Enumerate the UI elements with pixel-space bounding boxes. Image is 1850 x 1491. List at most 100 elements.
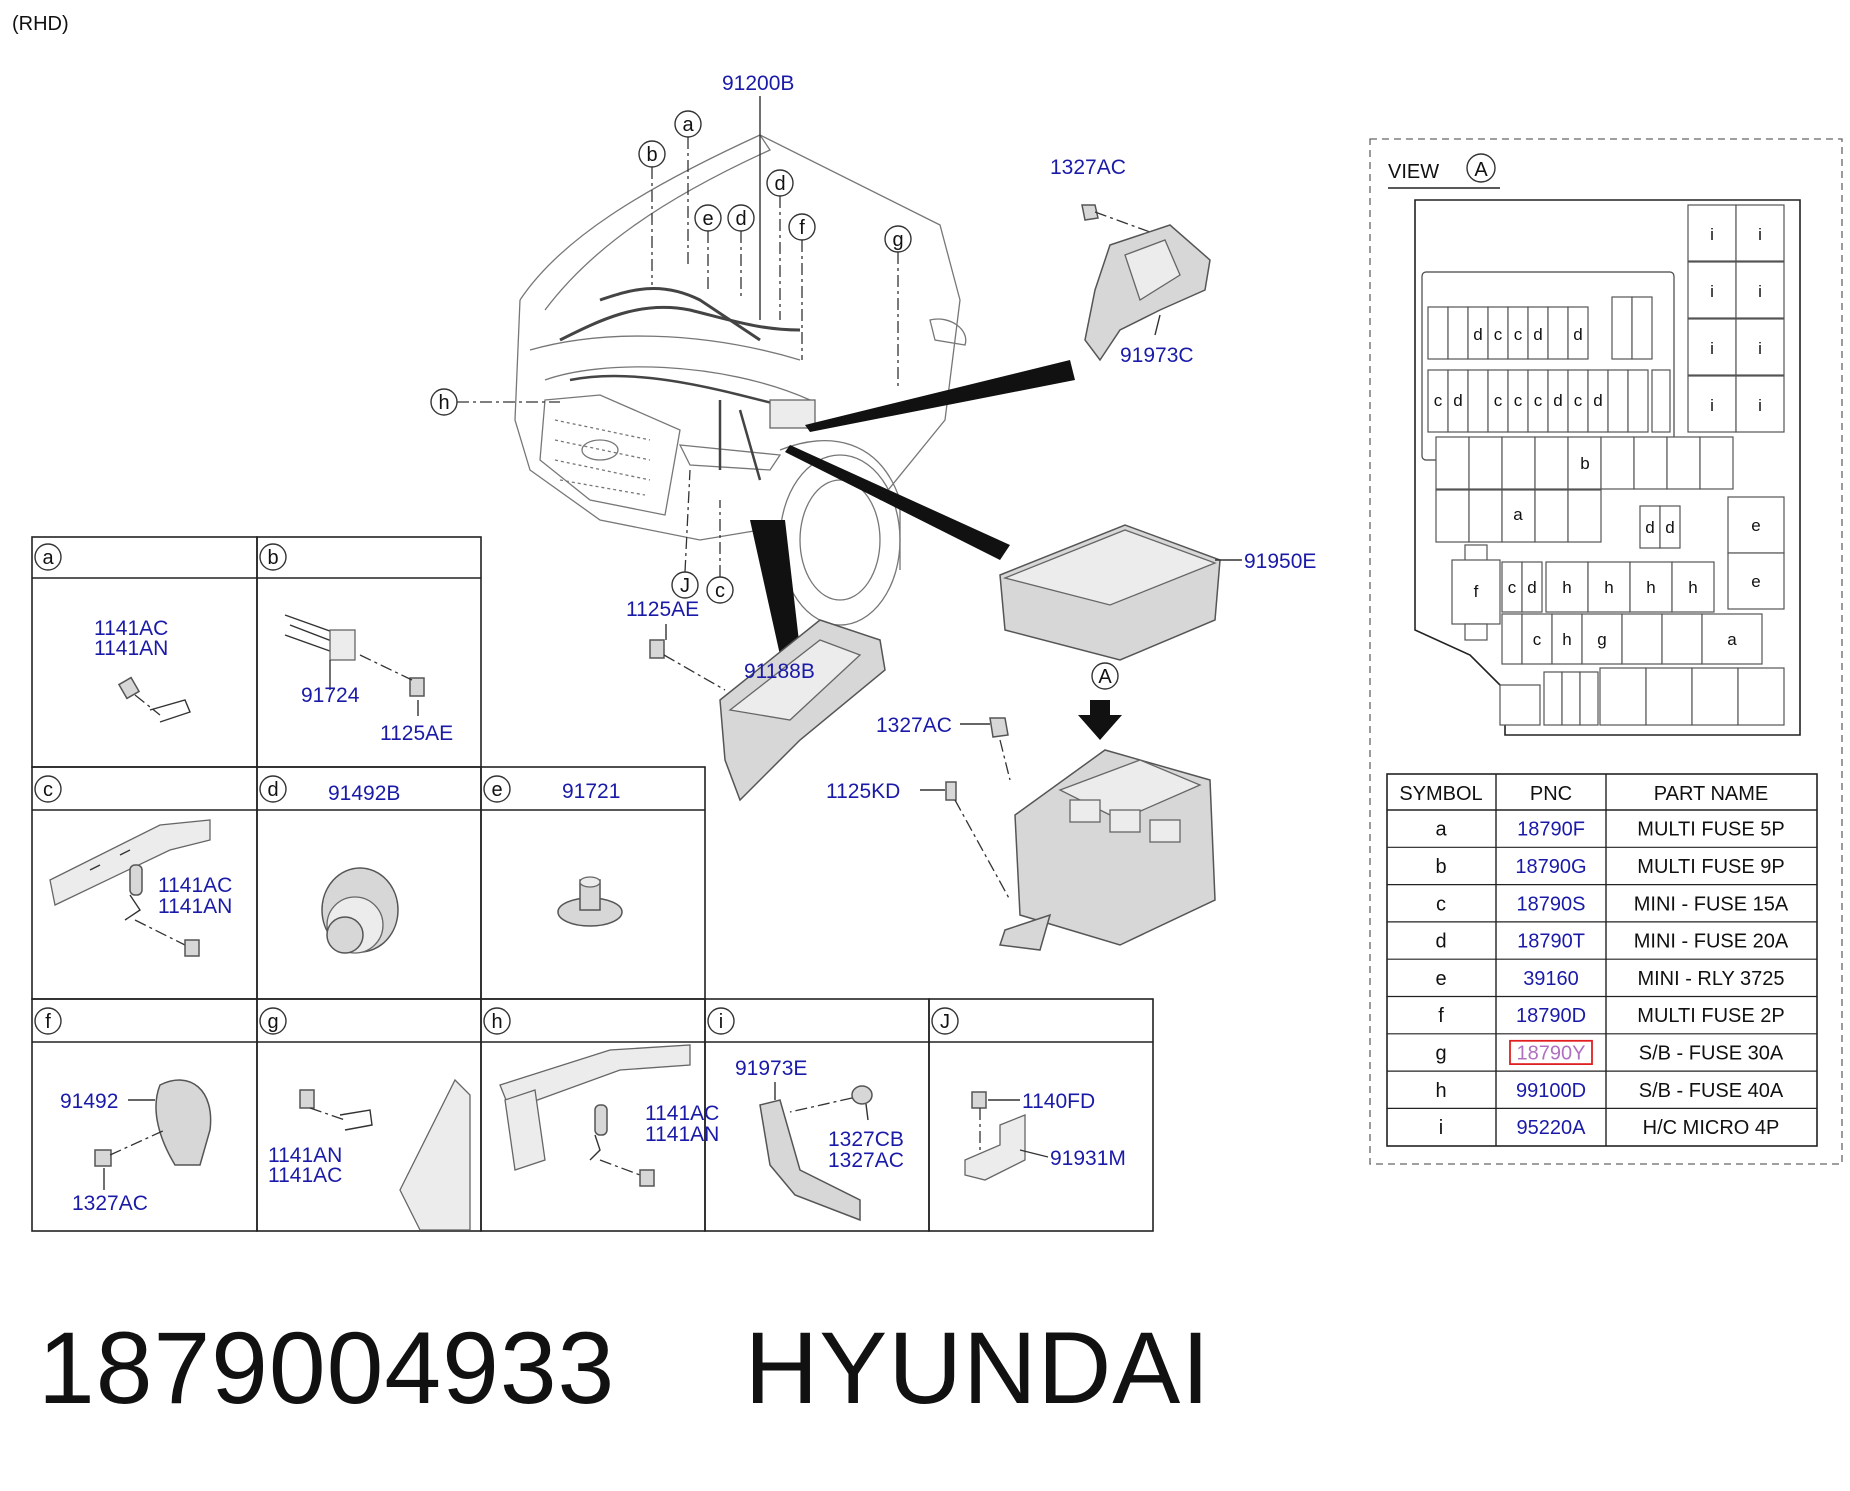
svg-text:c: c <box>715 580 725 602</box>
svg-text:c: c <box>1533 630 1542 649</box>
svg-text:1327AC: 1327AC <box>828 1149 904 1172</box>
row-pnc-link[interactable]: 39160 <box>1523 968 1579 990</box>
row-part-name: H/C MICRO 4P <box>1643 1117 1780 1139</box>
svg-text:e: e <box>491 779 502 801</box>
svg-text:c: c <box>1508 578 1517 597</box>
row-pnc-link[interactable]: 18790G <box>1515 856 1586 878</box>
svg-text:1140FD: 1140FD <box>1022 1090 1095 1113</box>
svg-text:91492B: 91492B <box>328 782 400 805</box>
row-pnc-link[interactable]: 18790Y <box>1517 1042 1586 1064</box>
table-row: h 99100D S/B - FUSE 40A <box>1435 1080 1783 1102</box>
footer-part-number: 1879004933 <box>38 1311 616 1425</box>
svg-text:f: f <box>1474 582 1479 601</box>
row-symbol: a <box>1435 819 1447 841</box>
svg-text:h: h <box>438 392 449 414</box>
svg-text:d: d <box>1645 518 1654 537</box>
svg-text:1327AC: 1327AC <box>876 714 952 737</box>
svg-text:91724: 91724 <box>301 684 360 707</box>
lower-bracket: 1125AE 91188B <box>626 598 886 802</box>
svg-text:d: d <box>1533 325 1542 344</box>
pnc-highlight-box <box>1509 1039 1593 1066</box>
svg-text:f: f <box>45 1011 51 1033</box>
row-pnc-link[interactable]: 95220A <box>1517 1117 1587 1139</box>
row-pnc-link[interactable]: 18790D <box>1516 1005 1586 1027</box>
svg-text:h: h <box>1562 630 1571 649</box>
svg-text:d: d <box>267 779 278 801</box>
svg-text:1141AN: 1141AN <box>94 637 168 660</box>
svg-text:91188B: 91188B <box>744 660 815 683</box>
row-pnc-link[interactable]: 18790S <box>1517 893 1586 915</box>
svg-text:b: b <box>1580 454 1589 473</box>
svg-text:1125AE: 1125AE <box>626 598 699 621</box>
svg-text:a: a <box>1513 505 1523 524</box>
row-part-name: S/B - FUSE 40A <box>1639 1080 1784 1102</box>
leader-wedges <box>750 360 1075 655</box>
svg-text:d: d <box>1473 325 1482 344</box>
svg-text:1327AC: 1327AC <box>1050 156 1126 179</box>
detail-h: 1141AC 1141AN <box>499 1044 719 1187</box>
row-symbol: b <box>1435 856 1446 878</box>
svg-text:i: i <box>1710 225 1714 244</box>
svg-text:h: h <box>1688 578 1697 597</box>
svg-text:d: d <box>1665 518 1674 537</box>
svg-text:i: i <box>1710 396 1714 415</box>
svg-text:91492: 91492 <box>60 1090 118 1113</box>
svg-text:c: c <box>1494 391 1503 410</box>
svg-text:d: d <box>1573 325 1582 344</box>
row-symbol: h <box>1435 1080 1446 1102</box>
svg-text:91973E: 91973E <box>735 1057 807 1080</box>
svg-text:d: d <box>774 173 785 195</box>
svg-text:1141AC: 1141AC <box>94 617 168 640</box>
row-part-name: S/B - FUSE 30A <box>1639 1042 1784 1064</box>
svg-text:i: i <box>719 1011 723 1033</box>
svg-text:h: h <box>1604 578 1613 597</box>
svg-text:1125AE: 1125AE <box>380 722 453 745</box>
detail-f: 91492 1327AC <box>60 1079 212 1215</box>
svg-text:91931M: 91931M <box>1050 1147 1126 1170</box>
svg-text:1141AC: 1141AC <box>158 874 232 897</box>
row-pnc-link[interactable]: 18790F <box>1517 819 1585 841</box>
svg-text:h: h <box>1562 578 1571 597</box>
svg-text:i: i <box>1710 282 1714 301</box>
row-pnc-link[interactable]: 99100D <box>1516 1080 1586 1102</box>
row-pnc-link[interactable]: 18790T <box>1517 931 1585 953</box>
svg-text:J: J <box>940 1011 950 1033</box>
svg-text:1141AN: 1141AN <box>268 1144 342 1167</box>
svg-text:1141AN: 1141AN <box>158 895 232 918</box>
header-pnc: PNC <box>1530 783 1572 805</box>
svg-text:1141AN: 1141AN <box>645 1123 719 1146</box>
row-symbol: f <box>1438 1005 1444 1027</box>
view-a-panel: VIEW A d c c d d <box>1369 138 1843 1165</box>
svg-text:c: c <box>1574 391 1583 410</box>
header-symbol: SYMBOL <box>1399 783 1482 805</box>
svg-text:c: c <box>1534 391 1543 410</box>
svg-text:c: c <box>1494 325 1503 344</box>
svg-text:i: i <box>1758 225 1762 244</box>
svg-text:J: J <box>680 575 690 597</box>
detail-g: 1141AN 1141AC <box>268 1078 471 1231</box>
svg-text:g: g <box>267 1011 278 1033</box>
upper-bracket: 1327AC 91973C <box>1050 156 1211 367</box>
row-part-name: MINI - RLY 3725 <box>1637 968 1784 990</box>
box-cover: 91950E <box>999 524 1316 661</box>
view-a-arrow <box>1078 700 1122 740</box>
svg-text:c: c <box>1514 391 1523 410</box>
svg-text:c: c <box>1514 325 1523 344</box>
detail-b: 91724 1125AE <box>284 614 453 745</box>
svg-text:1141AC: 1141AC <box>645 1102 719 1125</box>
svg-text:d: d <box>1593 391 1602 410</box>
detail-e: 91721 <box>557 780 623 927</box>
svg-text:c: c <box>1434 391 1443 410</box>
detail-a: 1141AC 1141AN <box>94 617 191 723</box>
svg-text:91973C: 91973C <box>1120 344 1194 367</box>
svg-text:b: b <box>646 144 657 166</box>
fuse-box: 1327AC 1125KD <box>826 714 1216 951</box>
row-symbol: e <box>1435 968 1446 990</box>
svg-text:A: A <box>1098 666 1112 688</box>
detail-d: 91492B <box>321 782 400 954</box>
